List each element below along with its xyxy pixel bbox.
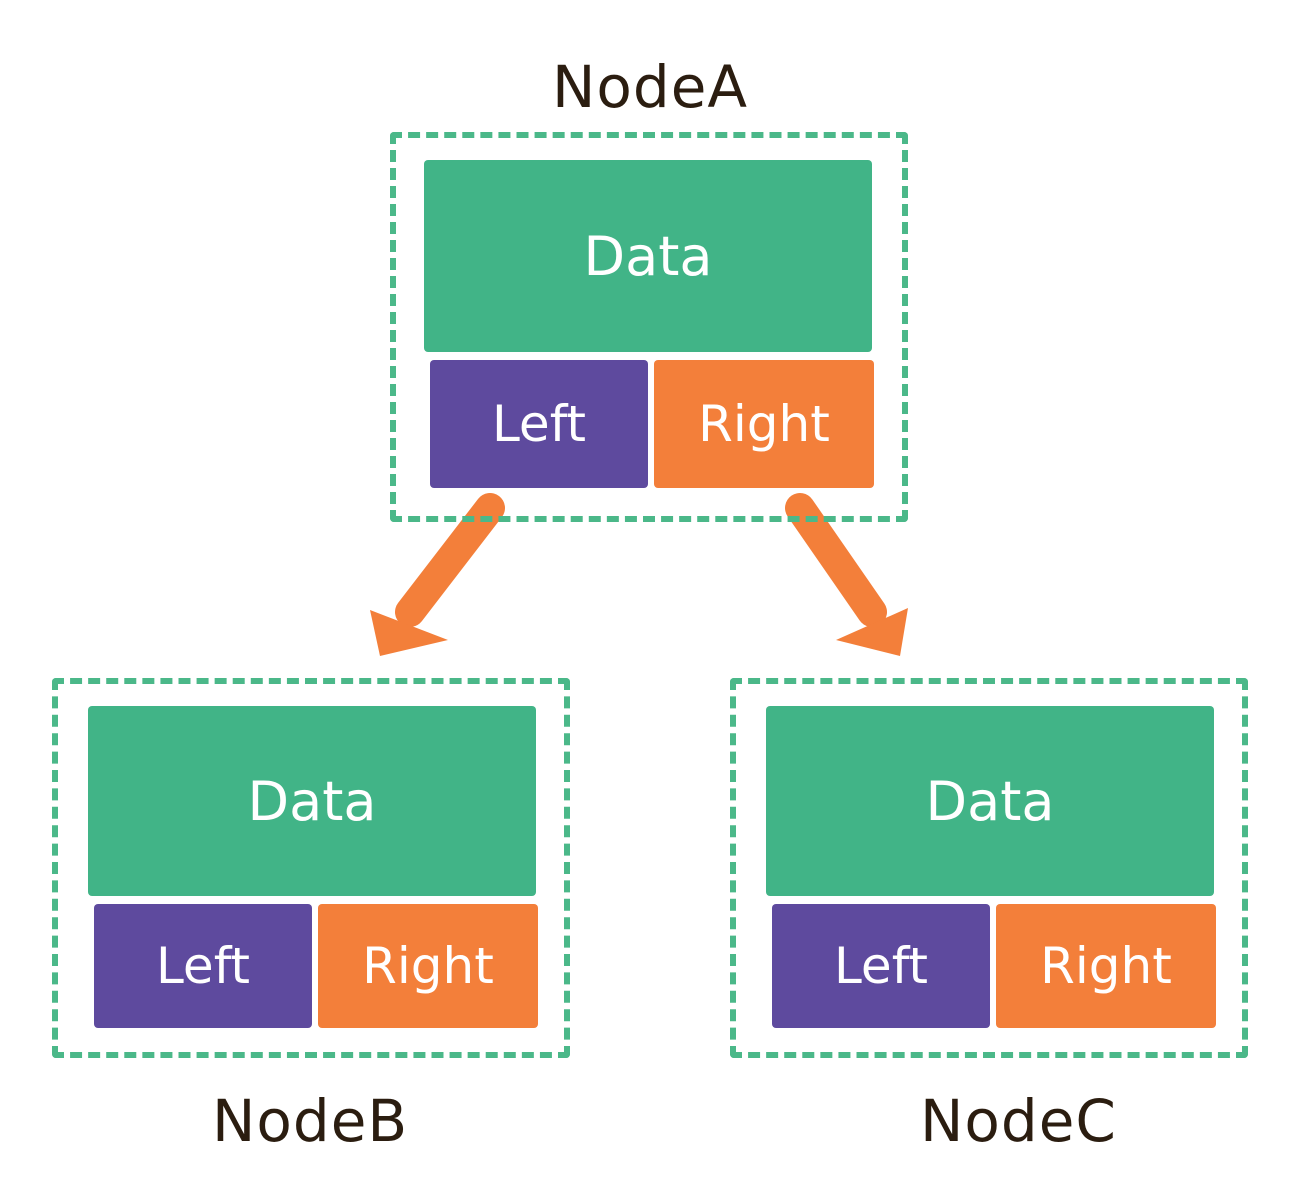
node-a-data-cell: Data — [424, 160, 872, 352]
node-b-left-cell: Left — [94, 904, 312, 1028]
node-b-box: Data Left Right — [52, 678, 570, 1058]
node-c-box: Data Left Right — [730, 678, 1248, 1058]
arrow-a-to-c — [785, 493, 908, 656]
node-a-title: NodeA — [552, 53, 749, 121]
node-c-title: NodeC — [920, 1087, 1117, 1155]
node-c-left-cell: Left — [772, 904, 990, 1028]
node-b-title: NodeB — [212, 1087, 409, 1155]
node-a-left-cell: Left — [430, 360, 648, 488]
node-a-box: Data Left Right — [390, 132, 908, 522]
node-b-right-cell: Right — [318, 904, 538, 1028]
node-c-right-cell: Right — [996, 904, 1216, 1028]
node-a-right-cell: Right — [654, 360, 874, 488]
node-c-data-cell: Data — [766, 706, 1214, 896]
arrow-a-to-b — [370, 493, 505, 656]
node-b-data-cell: Data — [88, 706, 536, 896]
